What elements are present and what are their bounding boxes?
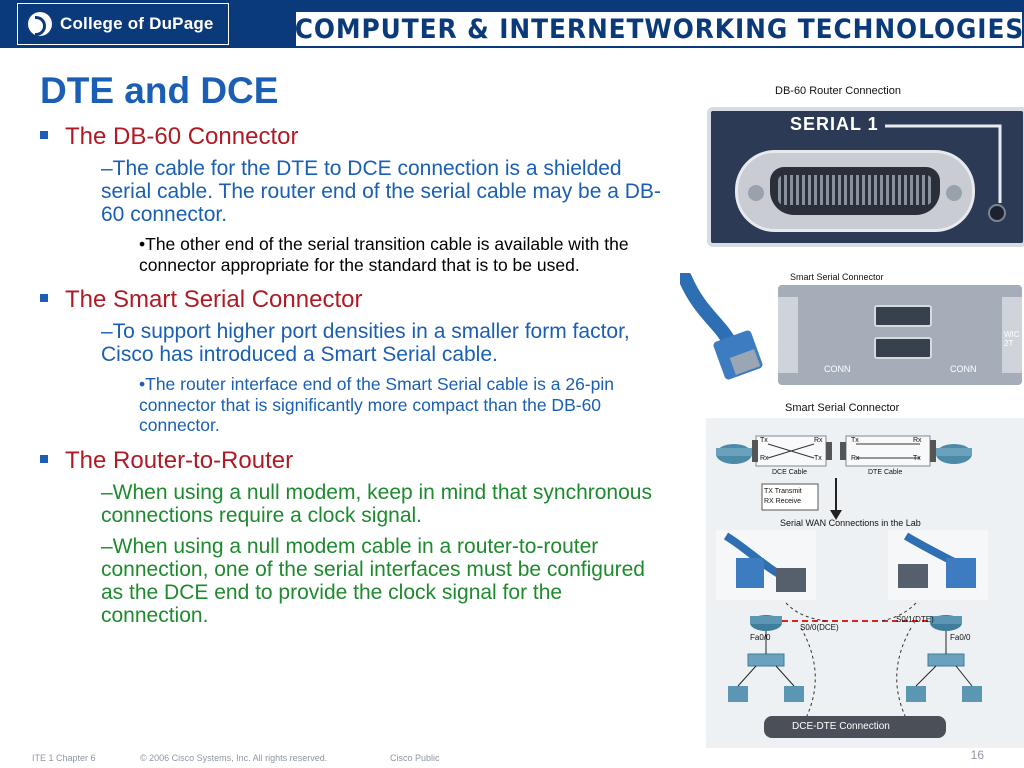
conn-label-1: CONN <box>824 364 851 374</box>
label-bracket-icon <box>885 124 1002 203</box>
tx-label: Tx <box>760 437 768 444</box>
led-icon <box>988 204 1006 222</box>
screw-icon <box>946 185 962 201</box>
rx-label: Rx <box>814 437 823 444</box>
dte-cable-label: DTE Cable <box>868 469 903 476</box>
section-heading-db60: The DB-60 Connector <box>40 122 670 151</box>
smart-serial-port-icon <box>874 337 932 359</box>
college-logo-icon <box>28 12 52 36</box>
serial1-label: SERIAL 1 <box>790 114 879 134</box>
fa0-left-label: Fa0/0 <box>750 633 771 642</box>
fa0-right-label: Fa0/0 <box>950 633 971 642</box>
tx-transmit-label: TX Transmit <box>764 488 802 495</box>
page-number: 16 <box>970 748 984 762</box>
dce-cable-label: DCE Cable <box>772 469 808 476</box>
rx-label: Rx <box>913 437 922 444</box>
section-heading-router-to-router: The Router-to-Router <box>40 446 670 475</box>
program-title: COMPUTER & INTERNETWORKING TECHNOLOGIES <box>294 13 1024 45</box>
screw-icon <box>748 185 764 201</box>
conn-label-2: CONN <box>950 364 977 374</box>
serial-wan-caption: Serial WAN Connections in the Lab <box>780 518 921 528</box>
square-bullet-icon <box>40 294 48 302</box>
s0-dce-label: S0/0(DCE) <box>800 623 839 632</box>
smart-serial-description: –To support higher port densities in a s… <box>101 320 630 366</box>
footer-chapter: ITE 1 Chapter 6 <box>32 753 96 763</box>
null-modem-dce-note: –When using a null modem cable in a rout… <box>101 534 645 627</box>
slide-title: DTE and DCE <box>40 70 279 111</box>
tx-label: Tx <box>913 455 921 462</box>
footer-classification: Cisco Public <box>390 753 440 763</box>
dce-dte-connection-label: DCE-DTE Connection <box>792 721 890 732</box>
rx-label: Rx <box>760 455 769 462</box>
db60-connector-icon <box>735 150 975 232</box>
smart-serial-caption-2: Smart Serial Connector <box>785 402 900 414</box>
footer-copyright: © 2006 Cisco Systems, Inc. All rights re… <box>140 753 328 763</box>
serial-wan-diagram-graphic <box>716 435 988 738</box>
smart-serial-caption-1: Smart Serial Connector <box>790 272 884 282</box>
square-bullet-icon <box>40 131 48 139</box>
institution-name: College of DuPage <box>60 14 214 33</box>
rx-label: Rx <box>851 455 860 462</box>
smart-serial-detail: •The router interface end of the Smart S… <box>139 374 614 435</box>
section-heading-smart-serial: The Smart Serial Connector <box>40 285 670 314</box>
db60-detail: •The other end of the serial transition … <box>139 234 629 275</box>
null-modem-clock-note: –When using a null modem, keep in mind t… <box>101 480 652 527</box>
db60-description: –The cable for the DTE to DCE connection… <box>101 157 661 226</box>
wic-label: WIC 2T <box>1004 330 1020 348</box>
square-bullet-icon <box>40 454 48 463</box>
tx-label: Tx <box>851 437 859 444</box>
slide-body: The DB-60 Connector –The cable for the D… <box>40 122 670 635</box>
smart-serial-port-icon <box>874 305 932 327</box>
header: College of DuPage COMPUTER & INTERNETWOR… <box>0 0 1024 50</box>
smart-serial-cable-photo <box>680 273 763 380</box>
smart-serial-panel-photo <box>778 285 1022 385</box>
s0-dte-label: S0/1(DTE) <box>896 615 934 624</box>
college-logo: College of DuPage <box>17 3 229 45</box>
rx-receive-label: RX Receive <box>764 498 801 505</box>
db60-caption: DB-60 Router Connection <box>775 85 901 97</box>
program-banner: COMPUTER & INTERNETWORKING TECHNOLOGIES <box>294 12 1024 46</box>
tx-label: Tx <box>814 455 822 462</box>
